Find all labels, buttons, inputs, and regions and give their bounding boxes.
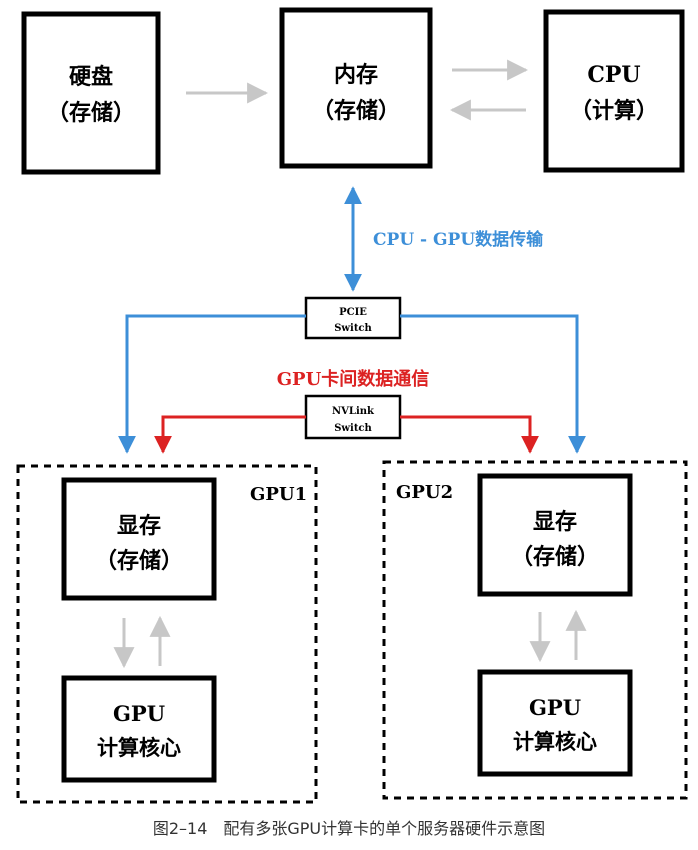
cpu-gpu-transfer-label: CPU - GPU数据传输: [373, 229, 544, 250]
gpu2-core-box: GPU 计算核心: [477, 669, 633, 777]
disk-label: 硬盘: [69, 64, 113, 90]
gpu2-group: GPU2 显存 （存储） GPU 计算核心: [382, 460, 688, 800]
gpu1-vram-box: 显存 （存储）: [61, 477, 217, 601]
gpu-gpu-comm-label: GPU卡间数据通信: [277, 368, 430, 390]
disk-sublabel: （存储）: [47, 100, 135, 126]
gpu2-vram-sublabel: （存储）: [511, 544, 599, 570]
cpu-sublabel: （计算）: [570, 98, 658, 124]
gpu2-vram-box: 显存 （存储）: [477, 473, 633, 597]
pcie-switch: PCIE Switch: [304, 296, 402, 340]
gpu2-core-label: GPU: [529, 695, 581, 720]
cpu-label: CPU: [587, 62, 640, 88]
pcie-to-gpu2-line: [400, 314, 586, 454]
gpu2-vram-label: 显存: [533, 509, 577, 535]
nvlink-switch-sublabel: Switch: [334, 423, 372, 434]
nvlink-switch: NVLink Switch: [304, 394, 402, 440]
gpu1-vram-sublabel: （存储）: [95, 548, 183, 574]
gpu1-core-label: GPU: [113, 701, 165, 726]
gpu1-group-label: GPU1: [250, 484, 307, 505]
pcie-switch-sublabel: Switch: [334, 323, 372, 334]
gpu1-core-sublabel: 计算核心: [97, 735, 181, 760]
cpu-box: CPU （计算）: [543, 9, 685, 173]
gpu1-group: GPU1 显存 （存储） GPU 计算核心: [16, 464, 318, 804]
gpu1-core-box: GPU 计算核心: [61, 675, 217, 783]
figure-caption: 图2–14 配有多张GPU计算卡的单个服务器硬件示意图: [153, 819, 545, 838]
nvlink-switch-label: NVLink: [332, 406, 375, 417]
memory-box: 内存 （存储）: [279, 7, 433, 169]
nvlink-to-gpu1-line: [154, 415, 306, 454]
pcie-to-gpu1-line: [118, 314, 306, 454]
gpu1-vram-label: 显存: [117, 513, 161, 539]
nvlink-to-gpu2-line: [400, 415, 539, 454]
disk-box: 硬盘 （存储）: [21, 11, 161, 175]
memory-label: 内存: [334, 62, 378, 88]
memory-sublabel: （存储）: [312, 98, 400, 124]
gpu2-core-sublabel: 计算核心: [513, 729, 597, 754]
gpu2-group-label: GPU2: [396, 482, 453, 503]
pcie-switch-label: PCIE: [339, 307, 367, 318]
